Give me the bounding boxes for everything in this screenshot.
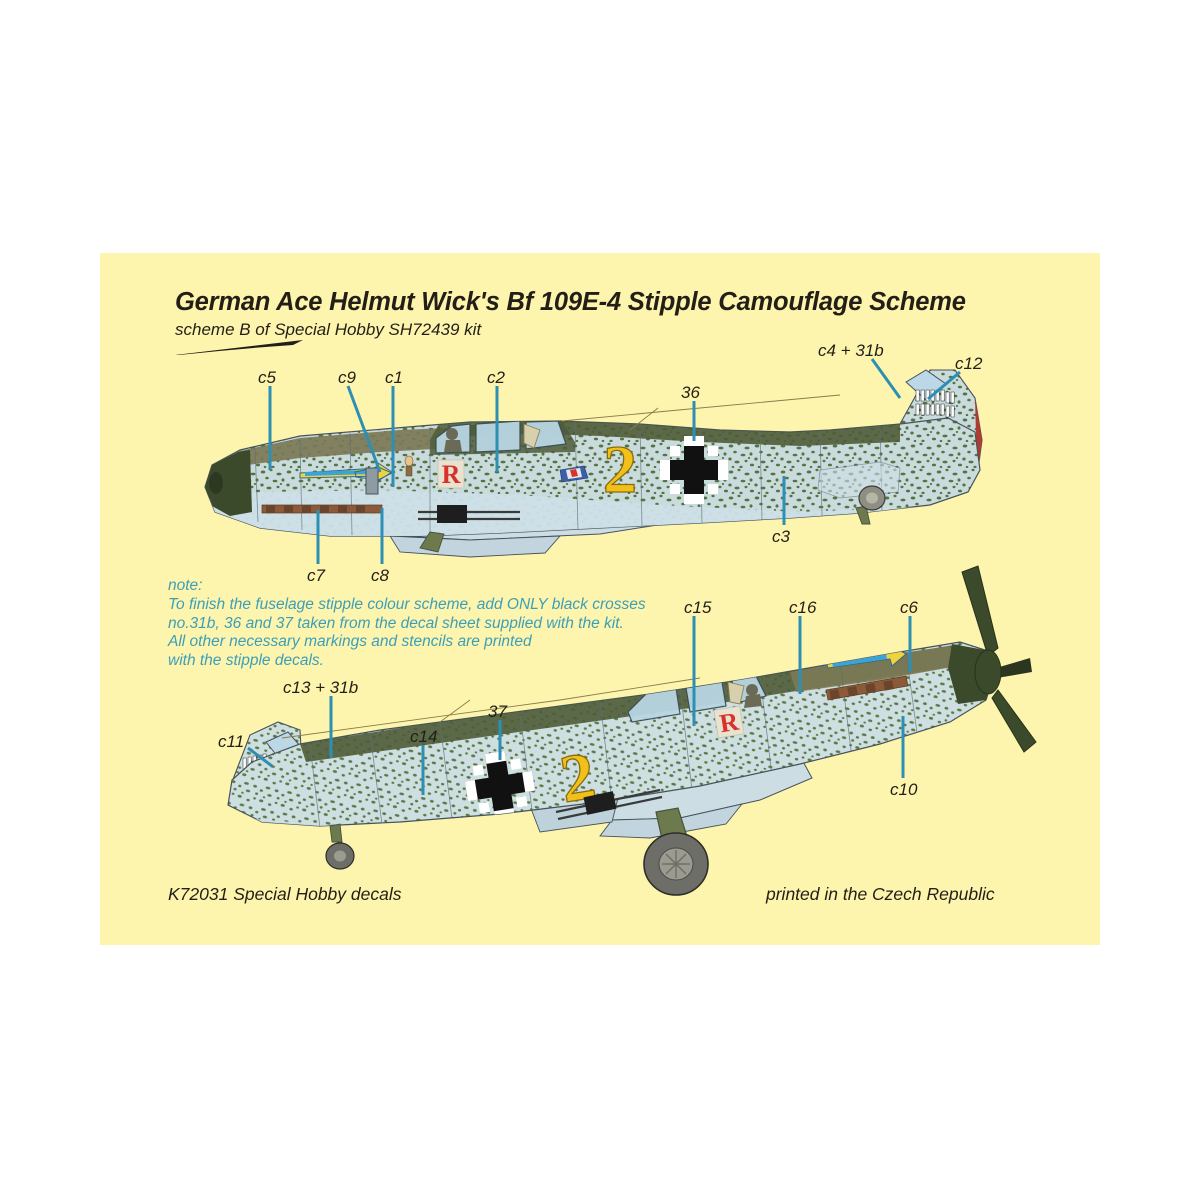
note-body: To finish the fuselage stipple colour sc… <box>168 596 646 669</box>
callout-label-c3: c3 <box>772 527 790 546</box>
callout-label-c11: c11 <box>218 732 245 751</box>
callout-label-c4-31b: c4 + 31b <box>818 341 884 360</box>
footer-origin: printed in the Czech Republic <box>766 884 995 904</box>
callout-label-c10: c10 <box>890 780 918 799</box>
callout-label-c14: c14 <box>410 727 438 746</box>
title-swoosh-decoration <box>175 340 303 355</box>
callout-label-c15: c15 <box>684 598 712 617</box>
callout-label-c6: c6 <box>900 598 918 617</box>
callout-label-c13-31b: c13 + 31b <box>283 678 359 697</box>
callout-label-c12: c12 <box>955 354 983 373</box>
footer-product-code: K72031 Special Hobby decals <box>168 884 402 904</box>
callout-label-36: 36 <box>681 383 700 402</box>
callout-label-c9: c9 <box>338 368 356 387</box>
callout-label-37: 37 <box>488 702 507 721</box>
page-title: German Ace Helmut Wick's Bf 109E-4 Stipp… <box>175 288 966 316</box>
callout-label-c2: c2 <box>487 368 505 387</box>
callout-label-c1: c1 <box>385 368 403 387</box>
callout-label-c5: c5 <box>258 368 276 387</box>
callout-label-c8: c8 <box>371 566 389 585</box>
page-subtitle: scheme B of Special Hobby SH72439 kit <box>175 320 482 339</box>
note-label: note: <box>168 577 203 594</box>
callout-label-c16: c16 <box>789 598 817 617</box>
callout-label-c7: c7 <box>307 566 325 585</box>
